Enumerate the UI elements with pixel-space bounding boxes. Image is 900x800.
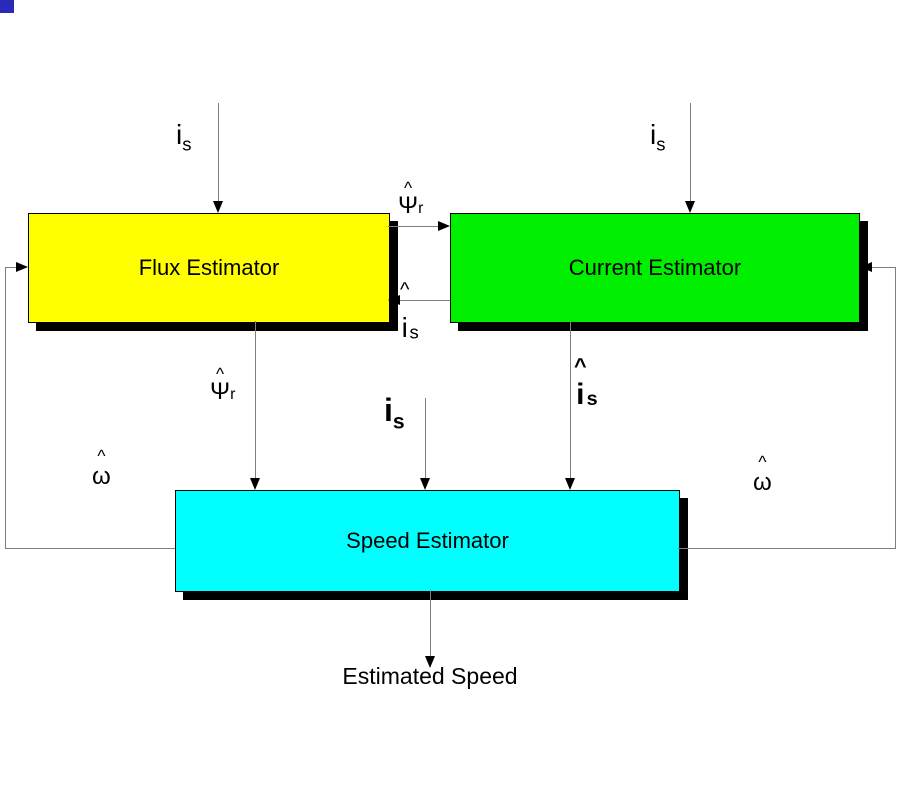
hat-stack: ^ ω bbox=[753, 452, 772, 496]
corner-marker bbox=[0, 0, 10, 13]
label-estimated-speed: Estimated Speed bbox=[342, 663, 518, 689]
current-estimator-label: Current Estimator bbox=[568, 255, 742, 280]
is-base: i bbox=[384, 392, 393, 428]
label-is-hat-to-speed: ^ i s bbox=[574, 353, 598, 411]
label-omega-hat-right: ^ ω bbox=[753, 452, 772, 496]
hat-accent: ^ bbox=[400, 279, 410, 301]
is-to-speed-arrowhead bbox=[420, 478, 430, 490]
label-psi-hat-r-to-speed: ^ Ψ r bbox=[210, 364, 236, 405]
omega-base: ω bbox=[753, 468, 772, 496]
is-base: i bbox=[650, 119, 657, 150]
is-to-flux-arrowhead bbox=[213, 201, 223, 213]
psi-base: Ψ bbox=[398, 191, 419, 219]
omega-right-stub-line bbox=[872, 267, 895, 268]
label-is-hat-feedback: ^ i s bbox=[400, 279, 419, 344]
hat-accent: ^ bbox=[758, 452, 767, 472]
label-is-flux-input: is bbox=[176, 120, 191, 154]
output-arrowhead bbox=[425, 656, 435, 668]
hat-accent: ^ bbox=[574, 353, 587, 378]
ishat-to-flux-line bbox=[400, 300, 450, 301]
hat-stack: ^ i bbox=[574, 353, 587, 411]
is-to-flux-line bbox=[218, 103, 219, 203]
psi-subscript: r bbox=[230, 385, 236, 403]
flux-estimator-label: Flux Estimator bbox=[138, 255, 280, 280]
psi-base: Ψ bbox=[210, 377, 231, 405]
ishat-to-speed-arrowhead bbox=[565, 478, 575, 490]
speed-estimator-block: Speed Estimator bbox=[175, 490, 680, 592]
psi-subscript: r bbox=[418, 199, 424, 217]
is-base: i bbox=[576, 377, 585, 411]
hat-stack: ^ i bbox=[400, 279, 410, 344]
psi-to-speed-line bbox=[255, 321, 256, 478]
is-subscript: s bbox=[586, 388, 598, 411]
omega-left-arrowhead bbox=[16, 262, 28, 272]
is-subscript: s bbox=[409, 321, 419, 343]
omega-left-stub-line bbox=[5, 267, 16, 268]
is-subscript: s bbox=[656, 133, 666, 155]
is-base: i bbox=[176, 119, 183, 150]
current-estimator-block: Current Estimator bbox=[450, 213, 860, 323]
speed-estimator-label: Speed Estimator bbox=[346, 528, 509, 553]
omega-right-horizontal-line bbox=[678, 548, 895, 549]
hat-accent: ^ bbox=[403, 178, 413, 198]
hat-accent: ^ bbox=[97, 446, 106, 466]
is-subscript: s bbox=[392, 410, 405, 434]
hat-stack: ^ Ψ bbox=[398, 178, 419, 219]
psi-to-current-line bbox=[388, 226, 438, 227]
omega-left-horizontal-line bbox=[5, 548, 175, 549]
is-to-speed-line bbox=[425, 398, 426, 478]
ishat-to-speed-line bbox=[570, 321, 571, 478]
output-line bbox=[430, 590, 431, 656]
hat-stack: ^ ω bbox=[92, 446, 111, 490]
is-subscript: s bbox=[182, 133, 192, 155]
label-is-speed-input: is bbox=[384, 392, 405, 434]
psi-to-current-arrowhead bbox=[438, 221, 450, 231]
omega-right-vertical-line bbox=[895, 267, 896, 549]
psi-to-speed-arrowhead bbox=[250, 478, 260, 490]
is-base: i bbox=[401, 312, 408, 344]
hat-accent: ^ bbox=[215, 364, 225, 384]
ishat-to-flux-arrowhead bbox=[388, 295, 400, 305]
omega-left-vertical-line bbox=[5, 267, 6, 549]
flux-estimator-block: Flux Estimator bbox=[28, 213, 390, 323]
omega-right-arrowhead bbox=[860, 262, 872, 272]
is-to-current-arrowhead bbox=[685, 201, 695, 213]
omega-base: ω bbox=[92, 462, 111, 490]
hat-stack: ^ Ψ bbox=[210, 364, 231, 405]
is-to-current-line bbox=[690, 103, 691, 203]
label-is-current-input: is bbox=[650, 120, 665, 154]
label-omega-hat-left: ^ ω bbox=[92, 446, 111, 490]
label-psi-hat-r-top: ^ Ψ r bbox=[398, 178, 424, 219]
